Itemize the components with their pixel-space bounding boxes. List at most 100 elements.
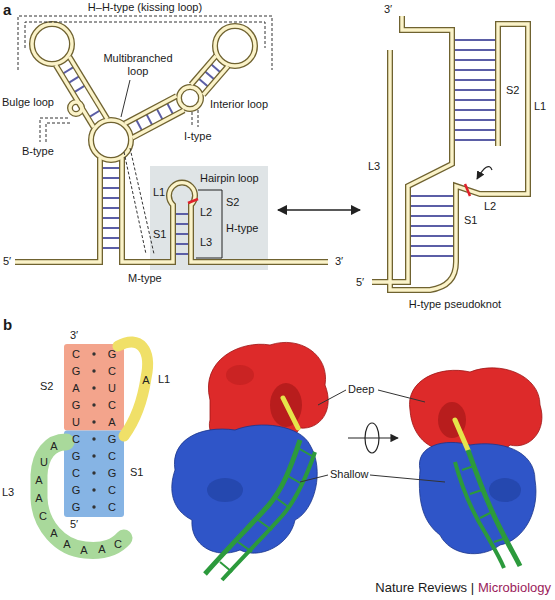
base-letter: U [108,382,116,395]
pair-dots [92,352,95,508]
base-letter: U [40,456,48,469]
base-pairs [452,39,498,41]
sequence-bands [64,431,124,518]
base-letter: A [50,527,57,540]
part-label: S2 [506,84,519,97]
base-pairs [452,49,498,51]
rna-strand [191,56,216,85]
interaction-bracket [25,22,265,48]
sequence-bands [118,342,148,436]
base-pairs [408,215,456,217]
base-pairs [452,129,498,131]
base-letter: A [98,543,105,556]
part-label: L2 [200,206,212,219]
base-pairs [62,40,499,256]
part-label: L1 [534,100,546,113]
protein-surface [205,440,300,574]
rna-strand [91,120,131,160]
groove-leaders [300,390,445,482]
rna-strand-outline [69,57,107,119]
part-label: Interior loop [210,98,268,111]
strand-end: 3′ [384,3,392,16]
base-pairs [100,227,122,229]
base-letter: C [108,365,116,378]
interaction-bracket [40,118,68,142]
base-letter: U [72,416,80,429]
panel-letter: b [3,316,12,333]
rna-strand [372,16,452,282]
part-label: L2 [484,200,496,213]
base-pairs [100,197,122,199]
base-letter: G [108,467,117,480]
rna-strand [390,24,528,290]
base-letter: G [72,365,81,378]
groove-leaders [370,475,445,482]
highlight-fill [150,166,268,270]
part-label: H-type pseudoknot [409,298,501,311]
journal-credit: Microbiology [478,580,551,595]
strand-end: 5′ [70,518,78,531]
part-label: B-type [22,145,54,158]
protein-surface [172,342,542,580]
part-label: L3 [368,160,380,173]
base-letter: G [72,484,81,497]
base-pairs [100,187,122,189]
part-label: I-type [184,130,212,143]
rna-strand [203,66,228,95]
base-pairs [408,245,456,247]
pair-dots [92,386,95,389]
base-pairs [452,109,498,111]
base-pairs [100,177,122,179]
rna-strand-outline [32,24,72,64]
protein-surface [455,462,504,568]
base-letter: A [50,440,57,453]
part-label: S2 [226,196,239,209]
rotation-symbol [348,437,398,438]
interaction-bracket [18,16,272,254]
protein-surface [489,478,521,502]
pair-dots [92,471,95,474]
groove-label: Shallow [330,468,369,481]
pair-dots [92,352,95,355]
protein-surface [222,452,315,580]
base-letter: C [72,348,80,361]
base-pairs [452,59,498,61]
leader-line [121,80,130,117]
interaction-bracket [46,123,70,142]
rna-strand-outline [179,87,201,109]
double-arrow [278,209,360,211]
pair-dots [92,488,95,491]
interaction-bracket [192,112,193,127]
base-letter: G [108,433,117,446]
part-label: Bulge loop [2,96,54,109]
part-label: S1 [153,228,166,241]
protein-surface [207,478,243,502]
protein-surface [419,442,536,553]
base-pairs [452,99,498,101]
rna-strand [125,96,177,123]
base-letter: G [72,501,81,514]
rna-strand-outline [215,26,255,66]
base-letter: A [63,538,70,551]
sequence-bands [64,344,124,431]
base-letter: G [108,348,117,361]
protein-surface [455,420,468,450]
rna-strand-outline [372,16,452,282]
groove-leaders [378,390,425,402]
rna-strand [179,87,201,109]
strand-end: 5′ [3,255,11,268]
stem-bracket [196,190,222,258]
protein-surface [270,383,302,427]
rna-strand [215,26,255,66]
pair-dots [92,369,95,372]
interaction-bracket [130,148,154,254]
red-mark [188,199,198,203]
strand-end: 5′ [356,276,364,289]
base-pairs [408,205,456,207]
base-pairs [100,247,122,249]
panel-letter: a [3,1,11,18]
base-letter: A [80,544,87,557]
base-letter: C [108,399,116,412]
pair-dots [92,403,95,406]
